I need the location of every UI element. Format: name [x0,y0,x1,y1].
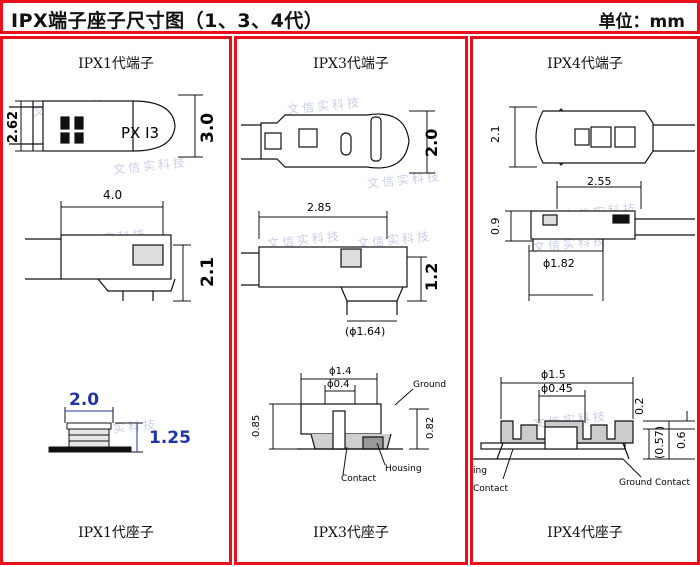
page-title: IPX端子座子尺寸图（1、3、4代） [11,10,324,32]
ipx4-dim-terminal-height: 2.1 [489,126,502,144]
ipx4-terminal-title: IPX4代端子 [547,56,623,72]
ipx3-dim-socket-inner: ϕ0.4 [327,379,350,390]
ipx1-terminal-top-view [9,100,176,152]
ipx1-drawing: PX I3 2.62 3.0 4.0 [6,94,218,453]
ipx3-socket-drawing [297,403,403,450]
ipx1-terminal-title: IPX1代端子 [78,56,154,72]
ipx4-terminal-top-view [535,108,695,166]
ipx3-terminal-top-view [241,113,410,169]
ipx3-dim-socket-right-height: 0.82 [425,417,436,439]
ipx4-label-housing: ing [473,466,487,476]
ipx4-dim-socket-mid-height: (0.57) [653,426,666,459]
ipx4-dim-socket-total-height: 0.6 [675,432,688,450]
ipx3-dim-side-length: 2.85 [307,201,332,214]
ipx3-dim-side-height: 1.2 [422,263,441,291]
ipx3-terminal-title: IPX3代端子 [313,56,389,72]
ipx4-dim-pin-diameter: ϕ1.82 [543,257,575,270]
ipx3-dim-terminal-width: 2.0 [422,129,441,157]
ipx3-terminal-side-view [241,246,408,315]
ipx4-label-contact: Contact [473,484,508,494]
ipx3-label-contact: Contact [341,474,376,484]
ipx4-dim-side-length: 2.55 [587,175,612,188]
ipx4-terminal-side-view [530,210,695,251]
ipx3-drawing: 2.0 2.85 1.2 (ϕ1.64) [241,110,446,484]
ipx4-panel: IPX4代端子 IPX4代座子 文信实科技 文信实科技 文信实科技 2.1 2.… [470,36,700,565]
ipx3-socket-title: IPX3代座子 [313,525,389,541]
ipx4-socket-drawing [473,420,634,460]
ipx1-mark-text: PX I3 [121,124,159,142]
ipx1-dim-socket-diameter: 2.0 [69,390,99,410]
ipx1-dim-socket-height: 1.25 [149,428,191,448]
unit-label: 单位：mm [598,12,685,32]
ipx1-dim-side-height: 2.1 [198,257,218,287]
title-bar: IPX端子座子尺寸图（1、3、4代） 单位：mm [0,0,700,34]
ipx4-drawing: 2.1 2.55 0.9 [473,106,695,494]
ipx1-terminal-side-view [25,234,176,301]
ipx4-dim-socket-inner: ϕ0.45 [541,382,573,395]
ipx1-dim-side-length: 4.0 [103,188,122,202]
ipx4-dim-socket-outer: ϕ1.5 [541,368,566,381]
ipx1-panel: IPX1代端子 IPX1代座子 文信实科技 文信实科技 文信实科技 文信实科技 … [0,36,232,565]
ipx3-dim-socket-left-height: 0.85 [251,415,262,437]
ipx1-dim-terminal-height: 2.62 [6,111,21,143]
ipx3-dim-pin-diameter: (ϕ1.64) [345,325,385,338]
ipx1-dim-height-line [15,100,43,152]
ipx1-socket-drawing [48,407,143,453]
ipx1-socket-title: IPX1代座子 [78,525,154,541]
ipx1-dim-terminal-width: 3.0 [198,113,218,143]
ipx3-panel: IPX3代端子 IPX3代座子 文信实科技 文信实科技 文信实科技 文信实科技 … [234,36,468,565]
ipx4-dim-side-height: 0.9 [489,218,502,236]
ipx4-socket-title: IPX4代座子 [547,525,623,541]
ipx3-dim-socket-outer: ϕ1.4 [329,366,352,377]
ipx4-label-ground-contact: Ground Contact [619,478,690,488]
ipx3-label-ground: Ground [413,380,446,390]
ipx4-dim-socket-top-height: 0.2 [633,398,646,416]
ipx3-label-housing: Housing [385,464,422,474]
